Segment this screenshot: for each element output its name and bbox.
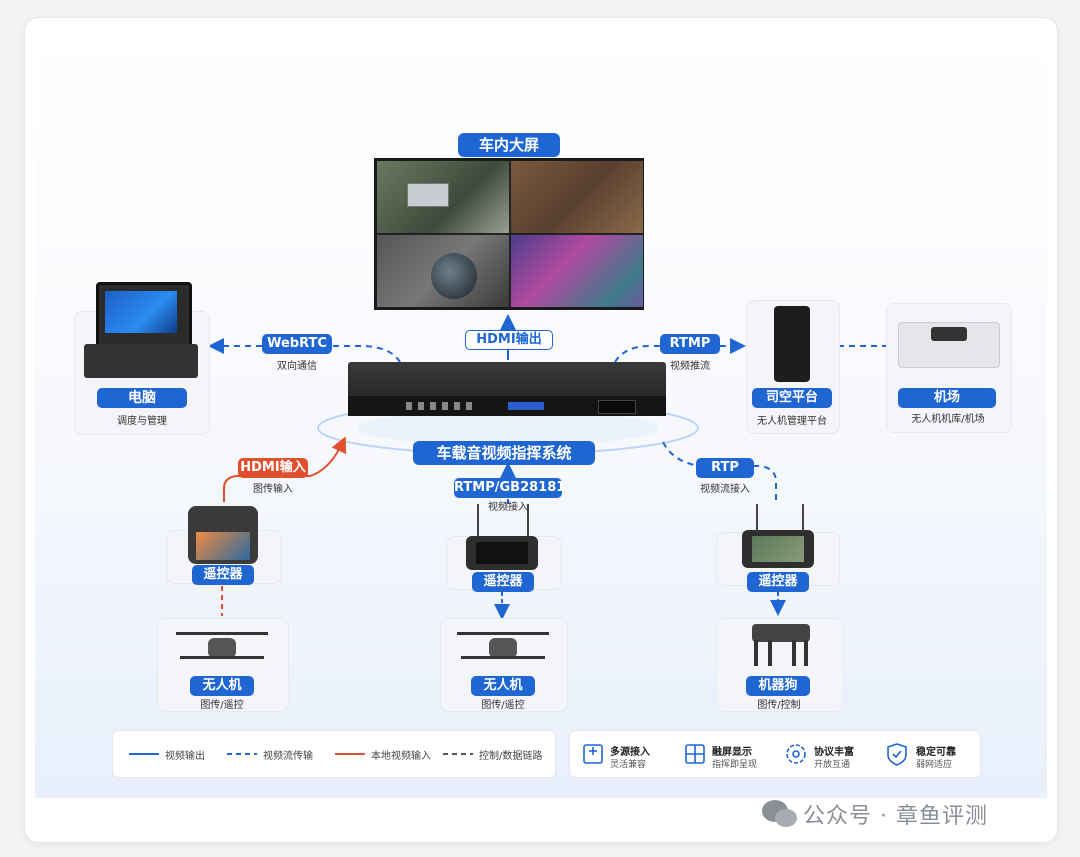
airport-dock-icon <box>898 322 1000 368</box>
legend-stream: 视频流传输 <box>263 751 313 762</box>
legend-control-link: 控制/数据链路 <box>479 751 543 762</box>
rtmp-gb-sub: 视频接入 <box>488 502 528 513</box>
vehicle-screen <box>374 158 644 310</box>
hdmi-in-line <box>223 436 347 502</box>
drone-mid-icon <box>457 630 549 666</box>
screen-quadrant-1 <box>377 161 509 233</box>
legend-video-output: 视频输出 <box>165 751 205 762</box>
laptop-base <box>84 344 198 378</box>
dog-label: 机器狗 <box>746 676 810 696</box>
rtmp-line <box>614 338 746 363</box>
rc-left-label: 遥控器 <box>192 565 254 585</box>
screen-quadrant-4 <box>511 235 643 307</box>
rtp-line <box>661 439 777 500</box>
legend-local-input: 本地视频输入 <box>371 751 431 762</box>
webrtc-sub: 双向通信 <box>277 361 317 372</box>
drone-left-icon <box>176 630 268 666</box>
feature-4-title: 稳定可靠 <box>916 747 956 758</box>
rtmp-gb-label: RTMP/GB28181 <box>454 478 565 498</box>
wechat-icon <box>762 800 797 827</box>
dog-sub: 图传/控制 <box>757 700 801 711</box>
webrtc-label: WebRTC <box>262 334 332 354</box>
feature-2-sub: 指挥即呈现 <box>712 760 758 770</box>
rc-mid-label: 遥控器 <box>472 572 534 592</box>
screen-quadrant-3 <box>377 235 509 307</box>
screen-quadrant-2 <box>511 161 643 233</box>
watermark-text: 公众号 · 章鱼评测 <box>803 804 988 829</box>
hdmi-in-sub: 图传输入 <box>253 484 293 495</box>
multi-source-icon <box>583 744 603 764</box>
drone-mid-label: 无人机 <box>471 676 535 696</box>
hdmi-out-label: HDMI输出 <box>465 330 553 350</box>
drone-left-sub: 图传/遥控 <box>200 700 244 711</box>
feature-2-title: 融屏显示 <box>712 747 752 758</box>
pc-label: 电脑 <box>97 388 187 408</box>
legend-box: 视频输出 视频流传输 本地视频输入 控制/数据链路 <box>112 730 556 778</box>
platform-label: 司空平台 <box>752 388 832 408</box>
airport-label: 机场 <box>898 388 996 408</box>
feature-3-sub: 开放互通 <box>814 760 851 770</box>
pc-sub: 调度与管理 <box>117 416 167 427</box>
airport-sub: 无人机机库/机场 <box>911 414 985 425</box>
feature-3-title: 协议丰富 <box>814 747 854 758</box>
rtp-sub: 视频流接入 <box>700 484 750 495</box>
feature-1-title: 多源接入 <box>610 747 650 758</box>
features-box: 多源接入 灵活兼容 融屏显示 指挥即呈现 协议丰富 开放互通 稳定可靠 弱网适应 <box>569 730 981 778</box>
platform-sub: 无人机管理平台 <box>757 416 827 427</box>
center-system-label: 车载音视频指挥系统 <box>413 441 595 465</box>
shield-icon <box>887 743 907 766</box>
rtp-label: RTP <box>696 458 754 478</box>
rc-mid-icon <box>466 536 538 570</box>
rc-right-icon <box>742 530 814 568</box>
protocol-icon <box>786 744 806 764</box>
rtmp-label: RTMP <box>660 334 720 354</box>
platform-server-icon <box>774 306 810 382</box>
drone-left-label: 无人机 <box>190 676 254 696</box>
command-system-device <box>348 362 666 416</box>
rc-left-icon <box>188 506 258 564</box>
webrtc-line <box>208 338 401 363</box>
fusion-screen-icon <box>685 744 705 764</box>
feature-4-sub: 弱网适应 <box>916 760 953 770</box>
screen-title: 车内大屏 <box>458 133 560 157</box>
drone-mid-sub: 图传/遥控 <box>481 700 525 711</box>
hdmi-in-label: HDMI输入 <box>238 458 308 478</box>
feature-1-sub: 灵活兼容 <box>610 760 647 770</box>
robot-dog-icon <box>744 616 816 670</box>
rtmp-sub: 视频推流 <box>670 361 710 372</box>
laptop-icon <box>96 282 192 348</box>
rc-right-label: 遥控器 <box>747 572 809 592</box>
